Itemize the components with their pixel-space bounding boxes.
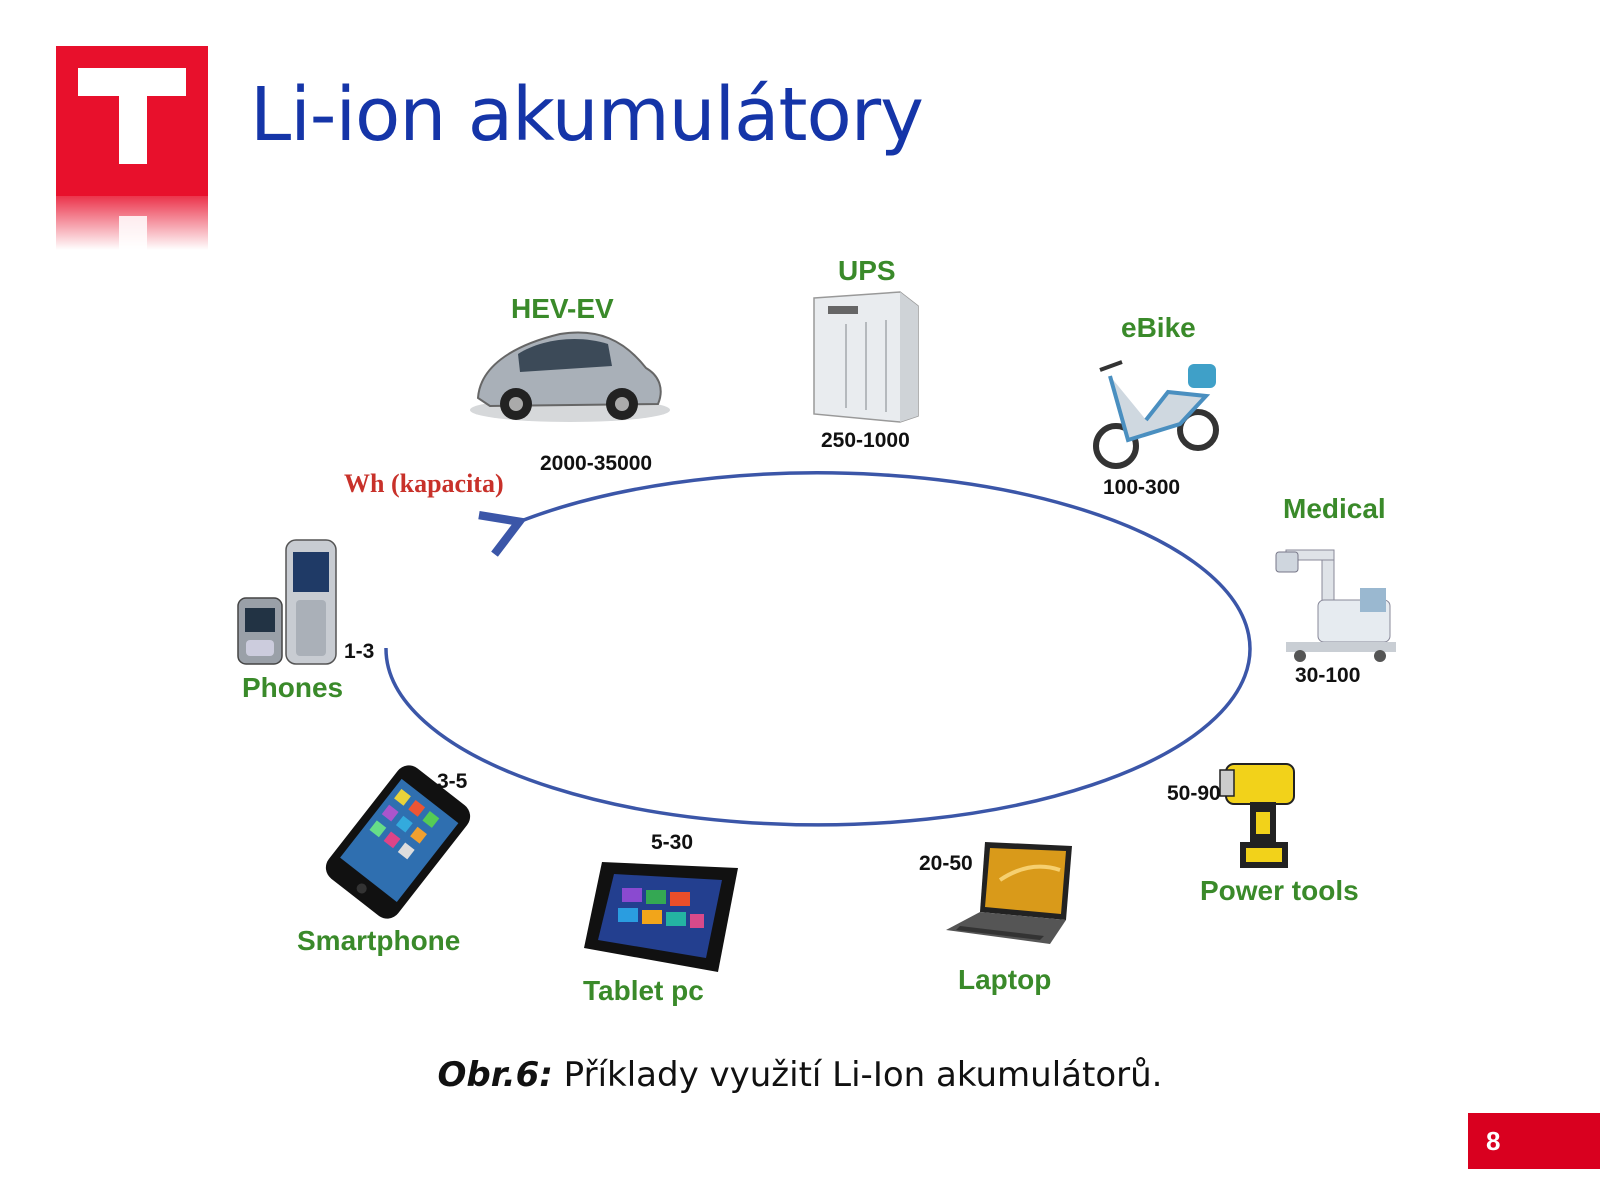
node-label-hev-ev: HEV-EV	[511, 293, 614, 324]
node-label-phones: Phones	[242, 672, 343, 703]
ctu-logo	[56, 46, 208, 250]
tablet-icon	[584, 862, 738, 972]
hev-ev-car-icon	[470, 331, 670, 422]
node-value-phones: 1-3	[344, 640, 374, 663]
node-value-medical: 30-100	[1295, 664, 1360, 687]
slide-title: Li-ion akumulátory	[250, 72, 924, 158]
laptop-icon	[946, 842, 1072, 944]
node-label-tablet: Tablet pc	[583, 975, 704, 1006]
node-label-smartphone: Smartphone	[297, 925, 460, 956]
node-value-smartphone: 3-5	[437, 770, 468, 793]
medical-xray-icon	[1275, 549, 1396, 662]
smartphone-icon	[325, 765, 471, 919]
node-label-power-tools: Power tools	[1200, 875, 1359, 906]
node-value-hev-ev: 2000-35000	[540, 452, 652, 475]
ups-cabinet-icon	[813, 291, 919, 423]
node-value-tablet: 5-30	[651, 831, 693, 854]
node-value-power-tools: 50-90	[1167, 782, 1221, 805]
figure-caption: Obr.6: Příklady využití Li-Ion akumuláto…	[0, 1055, 1600, 1095]
node-value-laptop: 20-50	[919, 852, 973, 875]
page-number-badge: 8	[1468, 1113, 1600, 1169]
node-label-medical: Medical	[1283, 493, 1386, 524]
power-drill-icon	[1219, 763, 1295, 868]
caption-text: Příklady využití Li-Ion akumulátorů.	[552, 1055, 1163, 1095]
node-value-ebike: 100-300	[1103, 476, 1180, 499]
ebike-icon	[1093, 360, 1219, 469]
capacity-cycle-arrow	[384, 471, 1252, 827]
node-label-ebike: eBike	[1121, 312, 1196, 343]
caption-lead: Obr.6:	[437, 1055, 553, 1095]
capacity-axis-label: Wh (kapacita)	[344, 469, 504, 498]
node-label-ups: UPS	[838, 255, 896, 286]
node-label-laptop: Laptop	[958, 964, 1051, 995]
phones-icon	[237, 539, 337, 665]
node-value-ups: 250-1000	[821, 429, 910, 452]
